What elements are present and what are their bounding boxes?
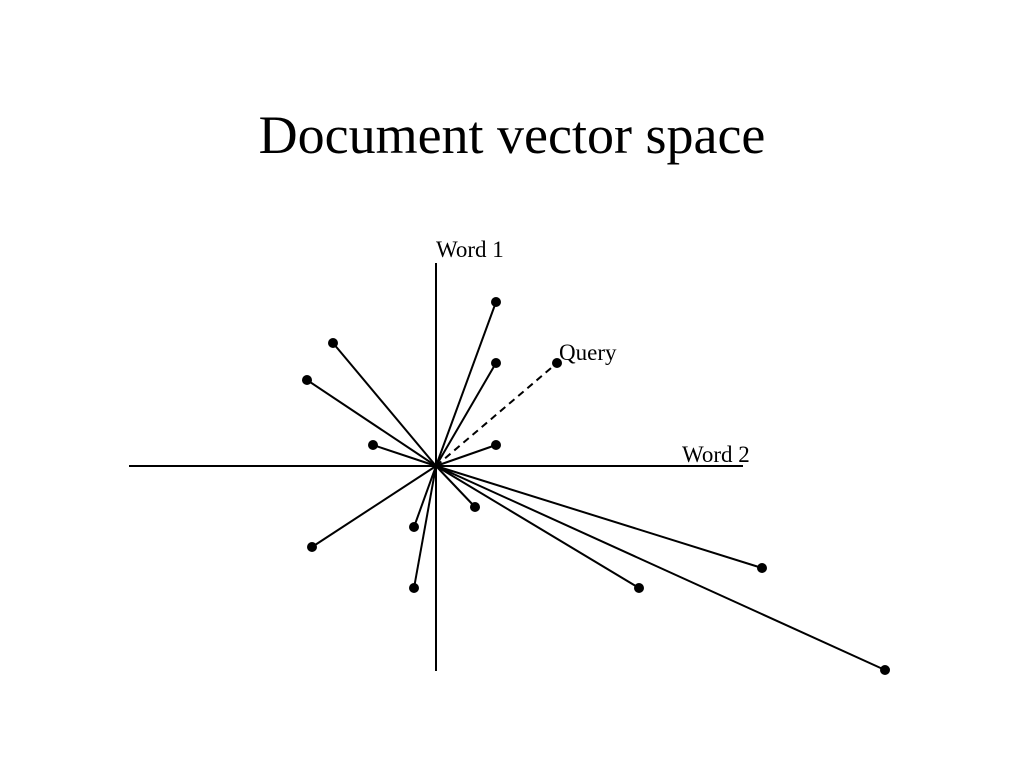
document-vector xyxy=(435,362,497,467)
document-vector xyxy=(435,301,497,467)
document-vector xyxy=(435,465,476,508)
document-vector xyxy=(332,342,437,467)
document-vector xyxy=(311,465,437,548)
document-point xyxy=(491,297,501,307)
document-point xyxy=(757,563,767,573)
document-vector xyxy=(372,444,437,467)
query-label: Query xyxy=(559,340,617,365)
document-point xyxy=(307,542,317,552)
document-vector xyxy=(435,465,640,589)
word1-axis-label: Word 1 xyxy=(436,237,504,262)
document-point xyxy=(368,440,378,450)
word2-axis-label: Word 2 xyxy=(682,442,750,467)
document-vector xyxy=(435,465,886,671)
document-point xyxy=(880,665,890,675)
document-point xyxy=(302,375,312,385)
document-point xyxy=(491,358,501,368)
document-vector xyxy=(413,465,437,589)
document-vector xyxy=(435,444,497,467)
document-vectors xyxy=(306,301,886,671)
document-points xyxy=(302,297,890,675)
document-vector xyxy=(435,465,763,569)
query-vector xyxy=(435,362,558,467)
document-point xyxy=(491,440,501,450)
document-point xyxy=(470,502,480,512)
document-point xyxy=(634,583,644,593)
document-point xyxy=(328,338,338,348)
document-vector xyxy=(413,465,437,528)
document-point xyxy=(409,583,419,593)
query-point xyxy=(552,358,562,368)
slide-title: Document vector space xyxy=(258,105,766,165)
document-vector xyxy=(306,379,437,467)
document-point xyxy=(409,522,419,532)
